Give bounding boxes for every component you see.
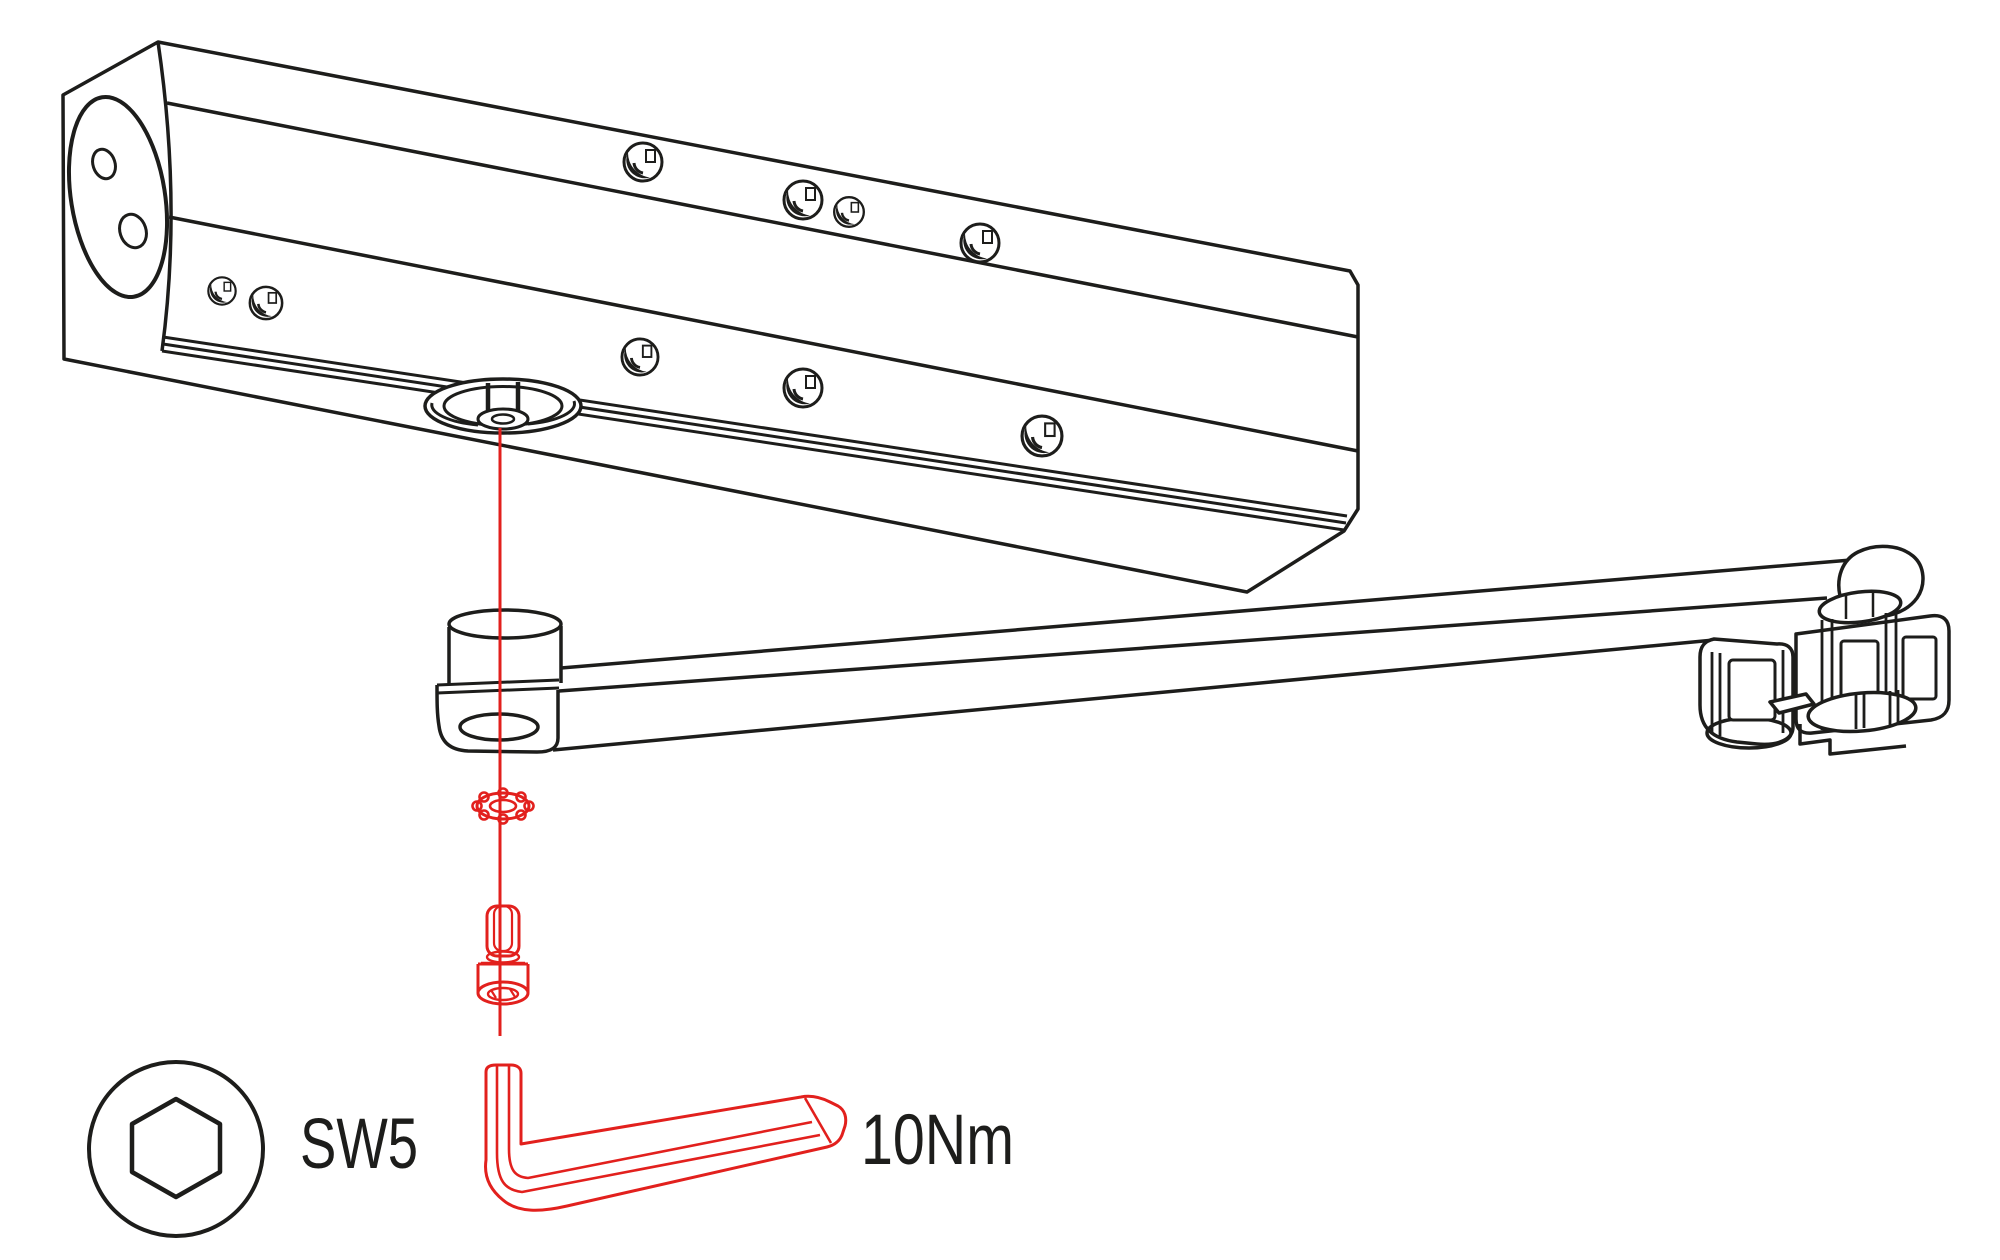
arm-plate	[435, 684, 560, 754]
washer-tooth	[497, 787, 509, 799]
hex-socket-icon	[87, 1060, 265, 1238]
endcap-hole-lower	[118, 212, 148, 250]
washer-tooth	[478, 809, 490, 821]
screw-head-icon	[248, 285, 284, 321]
shoe-pointer-tab	[1768, 692, 1816, 715]
screw-head-icon	[620, 337, 660, 377]
endcap-ellipse	[66, 94, 170, 300]
arm-hub-top	[447, 608, 563, 640]
washer-tooth	[515, 809, 527, 821]
shoe-nut-ticks	[1844, 592, 1875, 619]
screw-head-socket	[486, 986, 520, 1002]
hex-socket-hexagon	[129, 1096, 223, 1200]
shoe-pivot-nut	[1817, 589, 1903, 625]
arm-bar-bottom-edge	[552, 638, 1715, 752]
arm-plate-top-edges	[436, 678, 560, 695]
body-bottom-rail-lines	[161, 335, 1348, 532]
arm-hub-sides	[447, 626, 563, 688]
screw-head-icon	[782, 367, 824, 409]
shoe-bracket-window-right	[1901, 635, 1938, 701]
endcap-hole-upper	[91, 147, 117, 181]
washer-inner	[488, 798, 518, 814]
washer-tooth	[515, 791, 527, 803]
screw-head-icon	[207, 276, 237, 306]
spindle-crescent-right	[527, 400, 576, 426]
shoe-clamp-ribs	[1710, 650, 1785, 736]
allen-key-tip-face	[803, 1097, 833, 1144]
closer-arm	[435, 558, 1852, 754]
screw-head-sides	[476, 962, 530, 993]
fixing-screw-assembly	[471, 428, 535, 1036]
allen-key-facet-1	[495, 1065, 821, 1194]
fixing-screw	[476, 904, 530, 1006]
spindle-hub	[476, 407, 530, 431]
arm-bar-mid-edge	[558, 596, 1828, 693]
screw-shank-inner	[492, 904, 514, 953]
washer-outer	[475, 791, 531, 821]
body-endcap-edge	[156, 41, 173, 352]
shoe-foot-ticks	[1854, 690, 1900, 729]
allen-key-icon	[484, 1063, 848, 1212]
shoe-clamp-window	[1727, 658, 1777, 722]
screw-head-serration	[490, 988, 516, 999]
washer-tooth	[497, 813, 509, 825]
allen-key-facet-2	[507, 1065, 813, 1180]
washer-tooth	[523, 800, 535, 812]
allen-key-outline	[484, 1063, 848, 1212]
torque-label: 10Nm	[861, 1101, 1014, 1180]
screw-head-icon	[959, 222, 1001, 264]
wrench-size-label: SW5	[300, 1105, 418, 1184]
hex-socket-circle	[87, 1060, 265, 1238]
screw-head-icon	[622, 141, 664, 183]
spindle-mount	[423, 377, 583, 435]
body-front-top-edge	[166, 101, 1359, 339]
washer-tooth	[478, 791, 490, 803]
shoe-lower-step	[1798, 724, 1907, 756]
slide-shoe	[1698, 544, 1951, 756]
serrated-washer-icon	[471, 787, 535, 825]
spindle-crescent-left	[430, 402, 479, 427]
arm-bar-top-edge	[560, 558, 1852, 670]
shoe-bracket-ribs	[1820, 612, 1898, 730]
screw-head-icon	[833, 196, 865, 228]
spindle-hub-center	[490, 413, 516, 425]
screw-head-icon	[1020, 414, 1064, 458]
door-closer-body	[61, 40, 1360, 594]
screw-head-icon	[782, 179, 824, 221]
screw-head-bottom	[476, 980, 530, 1006]
body-front-bottom-edge	[168, 215, 1359, 453]
washer-tooth	[471, 800, 483, 812]
screw-shank	[485, 904, 521, 958]
